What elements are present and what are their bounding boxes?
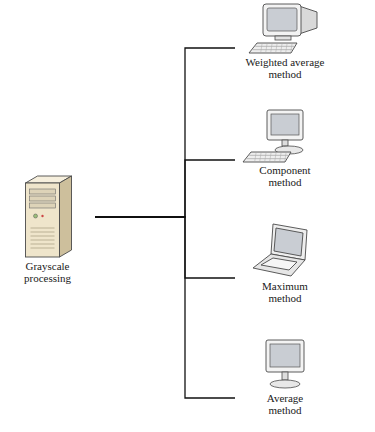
keyboard-keys [260,153,261,161]
icon-group [26,176,72,257]
keyboard-keys [276,44,277,52]
computer-node: Weighted average method [235,2,335,81]
monitor-base [270,380,300,388]
keyboard-keys [266,44,267,52]
crt-screen [267,8,297,31]
vent [31,232,55,233]
monitor-body [267,110,303,140]
vent [31,248,55,249]
keyboard-keys [285,153,286,161]
computer-node: Component method [235,108,335,189]
laptop-icon [235,222,335,280]
keyboard [243,152,291,162]
monitor-neck [282,140,288,146]
keyboard-keys [280,153,281,161]
laptop-screen [274,228,303,256]
monitor-screen [270,344,300,367]
vent [31,240,55,241]
monitor-body [266,340,304,372]
desktop-icon [235,108,335,164]
computer-node: Average method [235,336,335,417]
icon-group [253,224,307,276]
tree-connector [95,48,235,217]
drive-bay [30,189,56,194]
keyboard [249,43,297,53]
power-button [34,214,38,218]
server-icon [0,174,95,260]
keyboard-keys [271,44,272,52]
crt-back [299,6,317,34]
monitor-icon [235,336,335,392]
vent [31,236,55,237]
monitor-neck [282,372,288,380]
server-front [26,183,60,257]
laptop-keys [261,258,297,270]
crt-base [275,36,291,40]
node-label: Component method [256,165,314,189]
monitor-screen [271,114,299,135]
status-light [41,215,43,217]
tree-connector [95,217,235,278]
keyboard-keys [265,153,266,161]
node-label: Maximum method [256,281,314,305]
drive-bay [30,196,56,201]
node-label: Grayscale processing [13,261,83,285]
laptop-base [253,254,305,276]
crt-body [263,4,301,36]
keyboard-keys [281,44,282,52]
icon-group [266,340,304,388]
server-node: Grayscale processing [0,174,95,285]
icon-group [243,110,303,162]
server-side [60,176,72,257]
keyboard-keys [286,44,287,52]
computer-node: Maximum method [235,222,335,305]
vent [31,244,55,245]
tree-connector [95,160,235,217]
icon-group [249,4,317,53]
keyboard-keys [270,153,271,161]
node-label: Average method [256,393,314,417]
keyboard-keys [261,44,262,52]
keyboard-keys [291,44,292,52]
keyboard-keys [275,153,276,161]
tree-connector [95,217,235,398]
crt-icon [235,2,335,56]
node-label: Weighted average method [244,57,326,81]
drive-bay [30,203,56,208]
keyboard-keys [255,153,256,161]
keyboard-keys [255,46,294,47]
keyboard-keys [249,155,288,156]
vent [31,228,55,229]
